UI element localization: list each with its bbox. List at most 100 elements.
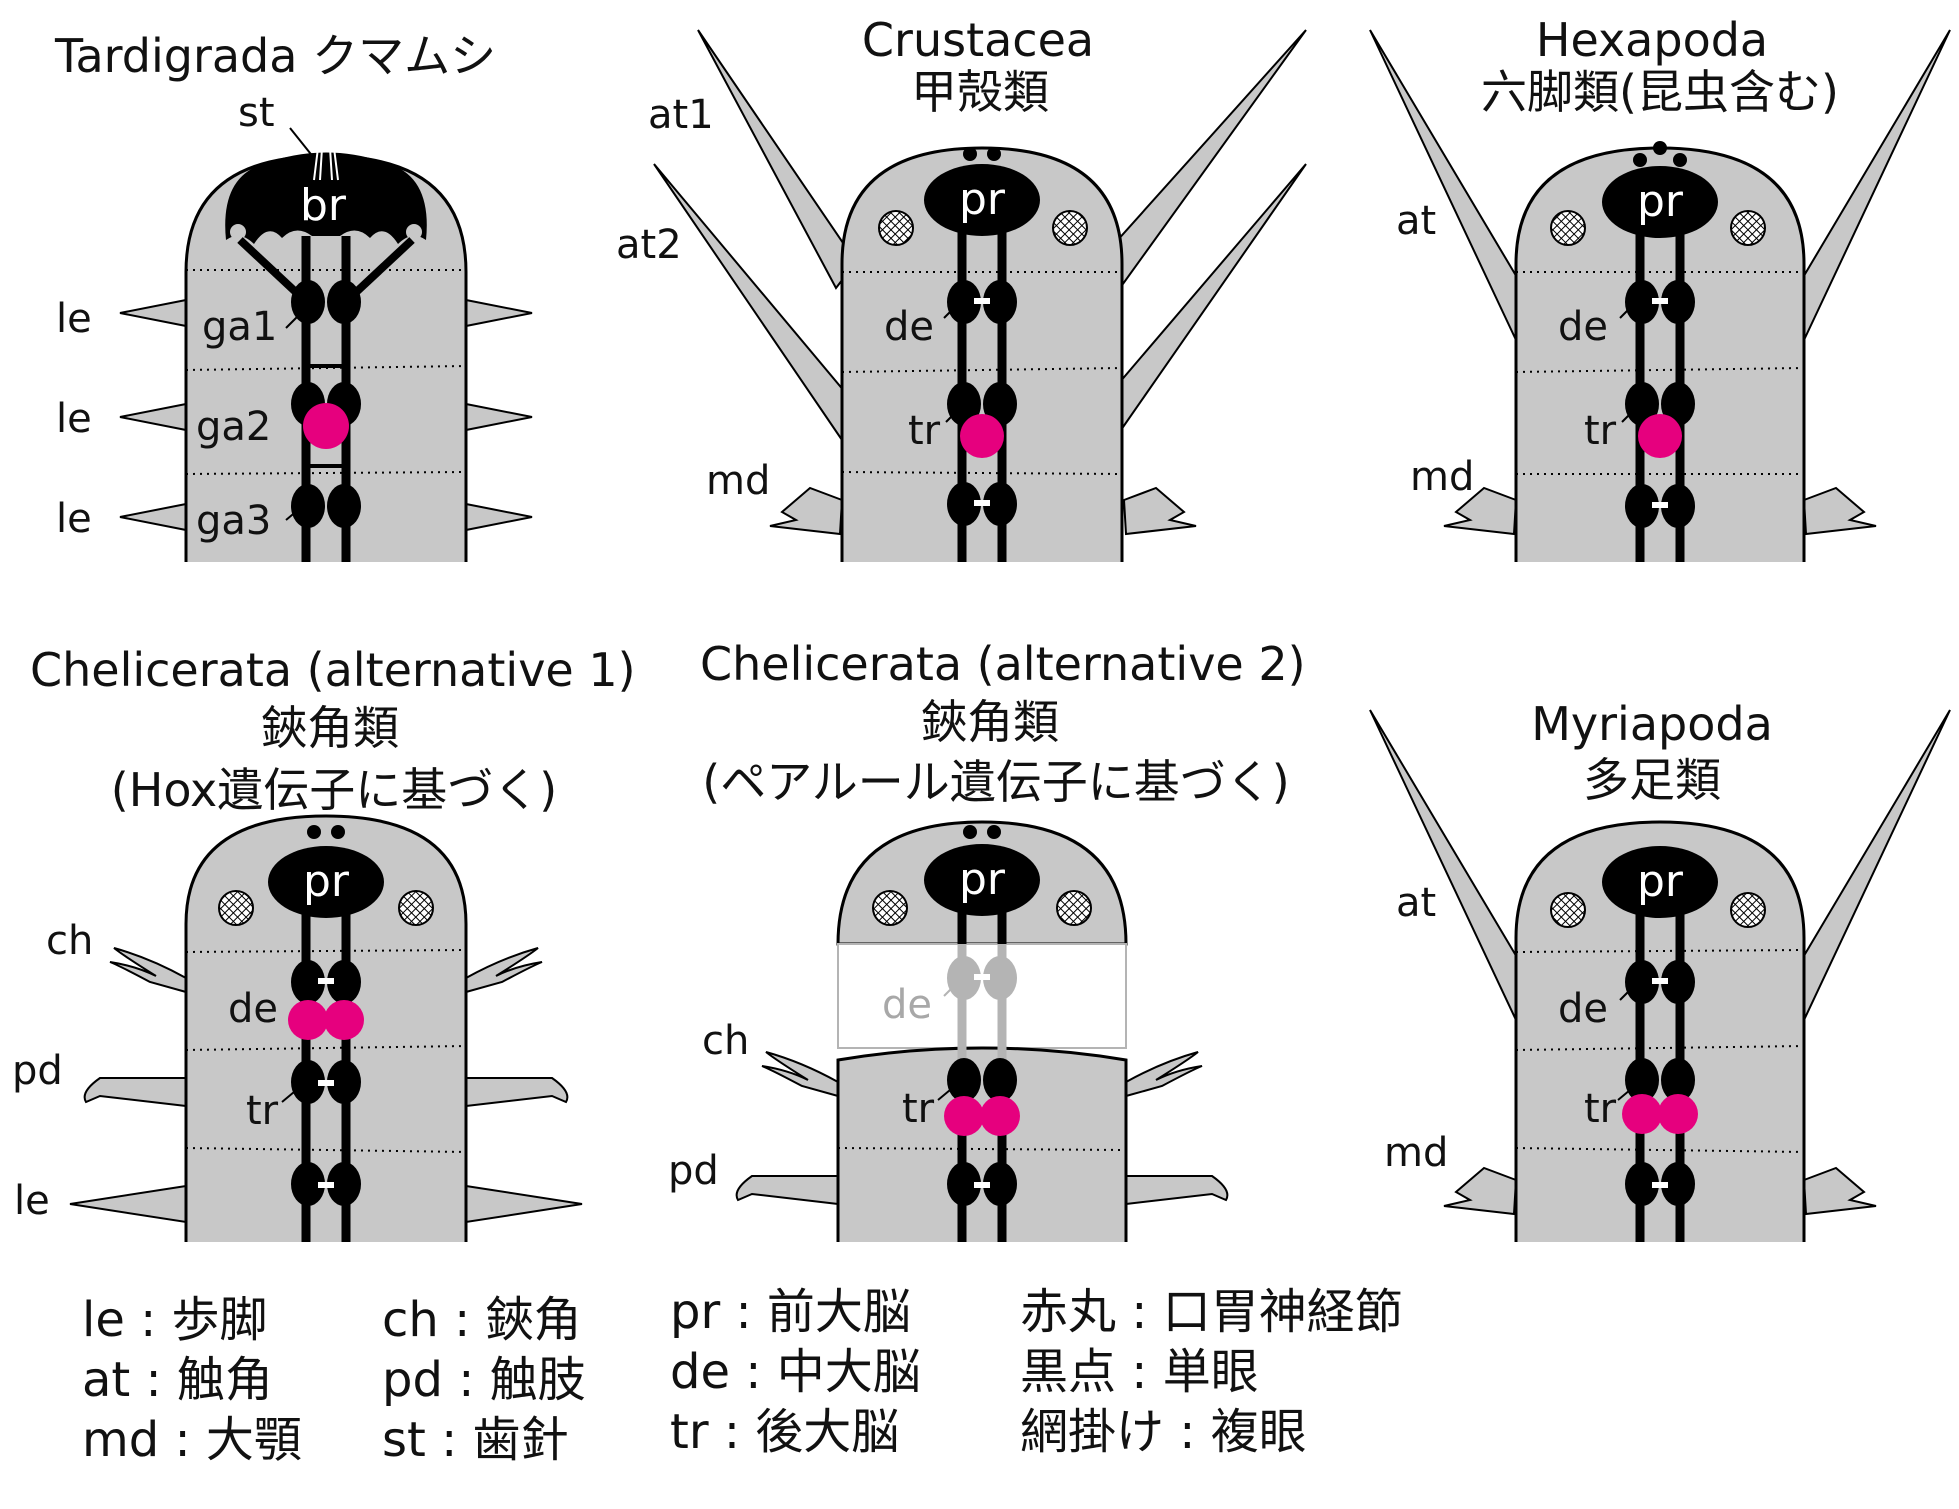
label-at: at — [1396, 880, 1436, 926]
label-de: de — [882, 982, 932, 1028]
label-pr: pr — [1637, 856, 1684, 907]
label-tr: tr — [1584, 1086, 1617, 1132]
label-de: de — [884, 304, 934, 350]
label-br: br — [300, 180, 347, 231]
label-ch: ch — [702, 1018, 749, 1064]
panel-title: Tardigrada クマムシ — [54, 29, 496, 83]
protocerebrum — [1602, 846, 1718, 918]
legend-item: at : 触角 — [82, 1352, 273, 1408]
ganglia — [1625, 280, 1695, 528]
brain — [225, 152, 427, 244]
panel-title-ja: 六脚類(昆虫含む) — [1481, 65, 1839, 119]
panel-crustacea: Crustacea 甲殻類 pr at1 at2 — [616, 13, 1307, 562]
label-at2: at2 — [616, 222, 682, 268]
stomatogastric-ganglion — [960, 414, 1004, 458]
label-pr: pr — [303, 856, 350, 907]
label-st: st — [238, 90, 275, 136]
legend-item: ch : 鋏角 — [382, 1292, 582, 1348]
panel-title-ja: 甲殻類 — [911, 65, 1049, 119]
panel-chelicerata-alt2: Chelicerata (alternative 2) 鋏角類 (ペアルール遺伝… — [668, 637, 1306, 1242]
walking-legs — [119, 298, 533, 532]
mandibles — [769, 486, 1197, 536]
mandibles — [1443, 486, 1877, 536]
label-de: de — [228, 986, 278, 1032]
legend-item: pd : 触肢 — [382, 1352, 586, 1408]
label-pr: pr — [1637, 176, 1684, 227]
chelicerae — [761, 1051, 1203, 1098]
protocerebrum — [268, 846, 384, 918]
label-le: le — [56, 296, 92, 342]
legend-item: md : 大顎 — [82, 1412, 302, 1468]
panel-title-ja: 鋏角類 — [261, 701, 399, 755]
panel-title: Crustacea — [862, 13, 1094, 67]
label-pr: pr — [959, 854, 1006, 905]
stomatogastric-ganglion — [303, 403, 349, 449]
panel-title: Chelicerata (alternative 2) — [700, 637, 1306, 691]
protocerebrum — [924, 164, 1040, 236]
label-pd: pd — [12, 1048, 63, 1094]
legend-item: 網掛け : 複眼 — [1020, 1404, 1307, 1460]
label-ga2: ga2 — [196, 404, 271, 450]
label-tr: tr — [1584, 408, 1617, 454]
label-pr: pr — [959, 174, 1006, 225]
body-outline — [1514, 820, 1806, 1242]
legend-item: pr : 前大脳 — [670, 1284, 911, 1340]
panel-hexapoda: Hexapoda 六脚類(昆虫含む) pr at de tr — [1369, 13, 1951, 562]
label-ch: ch — [46, 918, 93, 964]
panel-title: Hexapoda — [1536, 13, 1768, 67]
protocerebrum — [1602, 166, 1718, 238]
label-at: at — [1396, 198, 1436, 244]
chelicerae — [109, 947, 543, 994]
label-tr: tr — [908, 408, 941, 454]
panel-title: Chelicerata (alternative 1) — [30, 643, 636, 697]
panel-title-ja: 鋏角類 — [921, 695, 1059, 749]
pedipalps — [735, 1175, 1229, 1206]
stomatogastric-ganglion — [288, 1000, 328, 1040]
label-de: de — [1558, 986, 1608, 1032]
body-outline — [836, 1046, 1128, 1242]
panel-myriapoda: Myriapoda 多足類 pr at md de t — [1369, 697, 1951, 1242]
legend: le : 歩脚 at : 触角 md : 大顎 ch : 鋏角 pd : 触肢 … — [82, 1284, 1403, 1468]
legend-item: de : 中大脳 — [670, 1344, 921, 1400]
label-md: md — [1384, 1130, 1448, 1176]
stylets — [313, 147, 339, 181]
label-at1: at1 — [648, 92, 714, 138]
panel-title-note: (ペアルール遺伝子に基づく) — [702, 755, 1289, 809]
stomatogastric-ganglion — [1622, 1094, 1662, 1134]
label-md: md — [1410, 454, 1474, 500]
panel-title-note: (Hox遺伝子に基づく) — [111, 763, 557, 817]
body-outline — [184, 814, 468, 1242]
label-le: le — [56, 496, 92, 542]
protocerebrum — [924, 844, 1040, 916]
ganglia — [947, 1058, 1017, 1206]
label-tr: tr — [902, 1086, 935, 1132]
label-de: de — [1558, 304, 1608, 350]
pedipalps — [83, 1077, 569, 1108]
stomatogastric-ganglion — [1658, 1094, 1698, 1134]
stomatogastric-ganglion — [980, 1096, 1020, 1136]
legend-item: le : 歩脚 — [82, 1292, 268, 1348]
panel-chelicerata-alt1: Chelicerata (alternative 1) 鋏角類 (Hox遺伝子に… — [12, 643, 636, 1242]
label-le: le — [14, 1178, 50, 1224]
faded-segment — [837, 943, 1127, 1049]
label-ga1: ga1 — [202, 304, 277, 350]
label-pd: pd — [668, 1148, 719, 1194]
label-md: md — [706, 458, 770, 504]
stomatogastric-ganglion — [1638, 414, 1682, 458]
panel-tardigrada: Tardigrada クマムシ br st — [54, 29, 533, 562]
legend-item: st : 歯針 — [382, 1412, 569, 1468]
label-tr: tr — [246, 1088, 279, 1134]
stomatogastric-ganglion — [944, 1096, 984, 1136]
ganglia — [947, 280, 1017, 526]
legend-item: 黒点 : 単眼 — [1020, 1344, 1259, 1400]
panel-title: Myriapoda — [1531, 697, 1773, 751]
legend-item: 赤丸 : 口胃神経節 — [1020, 1284, 1403, 1340]
mandibles — [1443, 1166, 1877, 1216]
legend-item: tr : 後大脳 — [670, 1404, 899, 1460]
ganglia — [1625, 960, 1695, 1206]
label-ga3: ga3 — [196, 498, 271, 544]
ganglia — [291, 960, 361, 1206]
label-le: le — [56, 396, 92, 442]
panel-title-ja: 多足類 — [1583, 753, 1721, 807]
